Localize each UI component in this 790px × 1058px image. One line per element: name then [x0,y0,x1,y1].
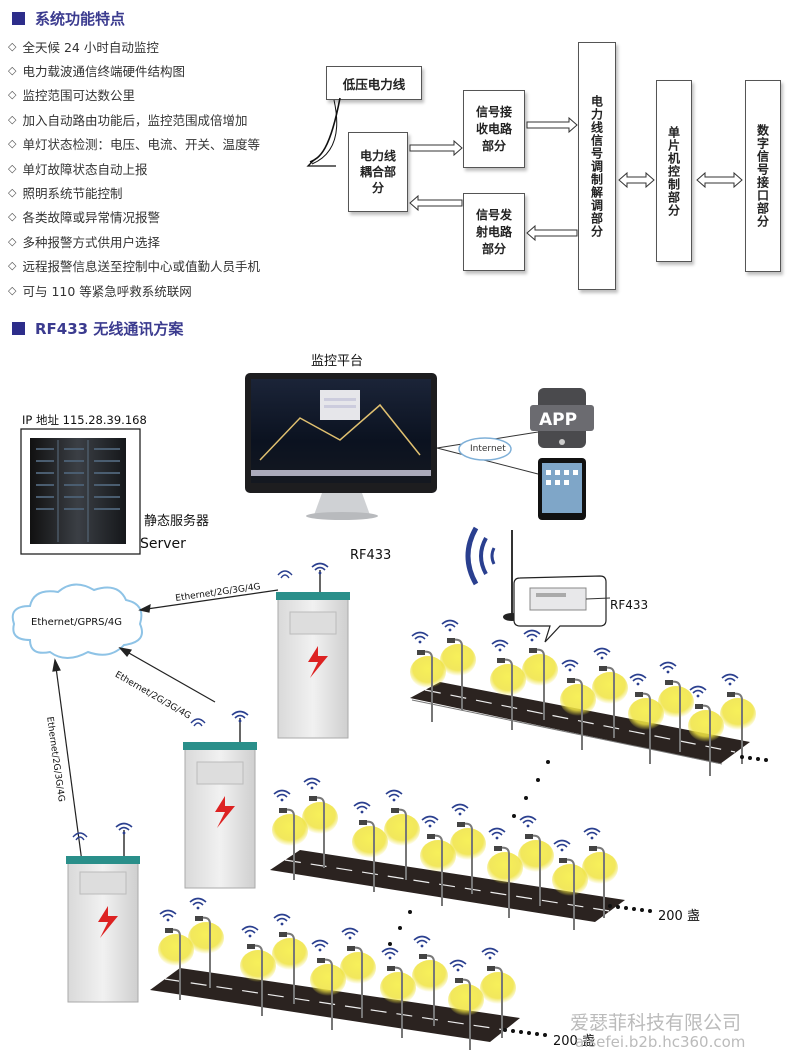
feature-text: 多种报警方式供用户选择 [22,234,160,250]
feature-item: ◇ 电力载波通信终端硬件结构图 [8,58,308,82]
cabinet-1 [276,562,350,739]
diamond-bullet-icon: ◇ [8,161,17,175]
static-server-label: 静态服务器 [144,514,210,529]
diamond-bullet-icon: ◇ [8,234,17,248]
section-title-rf433: RF433 无线通讯方案 [12,318,183,339]
diamond-bullet-icon: ◇ [8,210,17,224]
feature-text: 可与 110 等紧急呼救系统联网 [22,283,192,299]
power-line-curve [306,97,341,167]
road-2 [270,779,625,931]
cloud-icon [11,583,143,659]
diamond-bullet-icon: ◇ [8,283,17,297]
diamond-bullet-icon: ◇ [8,88,17,102]
coupling-box: 电力线耦合部分 [348,132,408,212]
feature-text: 远程报警信息送至控制中心或值勤人员手机 [22,259,260,275]
feature-text: 单灯故障状态自动上报 [22,161,148,177]
section-title-features: 系统功能特点 [12,8,125,29]
low-voltage-line-box: 低压电力线 [326,66,422,100]
title-square-icon [12,12,25,25]
feature-text: 各类故障或异常情况报警 [22,210,160,226]
digital-interface-box: 数字信号接口部分 [745,80,781,272]
diamond-bullet-icon: ◇ [8,64,17,78]
feature-item: ◇ 全天候 24 小时自动监控 [8,34,308,58]
mcu-box: 单片机控制部分 [656,80,692,262]
transmit-circuit-box: 信号发射电路部分 [463,193,525,271]
lamp-count-label-2: 200 盏 [553,1034,595,1049]
feature-list: ◇ 全天候 24 小时自动监控 ◇ 电力载波通信终端硬件结构图 ◇ 监控范围可达数公里 ◇ 加… [8,34,308,302]
feature-item: ◇ 单灯状态检测：电压、电流、开关、温度等 [8,132,308,156]
road-1 [410,621,756,777]
server-box [20,428,141,555]
arrow-modem-transmit [526,224,578,242]
road-3 [150,899,520,1051]
feature-item: ◇ 加入自动路由功能后，监控范围成倍增加 [8,107,308,131]
cabinet-3 [66,822,140,1003]
rf433-cabinet-label: RF433 [350,548,392,563]
arrow-transmit-coupling [409,194,463,212]
modem-box: 电力线信号调制解调部分 [578,42,616,290]
feature-text: 单灯状态检测：电压、电流、开关、温度等 [22,137,260,153]
cloud-label: Ethernet/GPRS/4G [31,617,123,628]
url-watermark: aisefei.b2b.hc360.com [575,1033,746,1051]
lamp-count-label-1: 200 盏 [658,909,700,924]
feature-item: ◇ 单灯故障状态自动上报 [8,156,308,180]
feature-item: ◇ 可与 110 等紧急呼救系统联网 [8,278,308,302]
arrow-coupling-receive [409,139,463,157]
feature-text: 照明系统节能控制 [22,186,123,202]
receive-circuit-box: 信号接收电路部分 [463,90,525,168]
arrow-receive-modem [526,116,578,134]
diamond-bullet-icon: ◇ [8,112,17,126]
feature-text: 电力载波通信终端硬件结构图 [22,64,185,80]
arrow-mcu-digital [696,171,743,189]
cabinet-2 [183,710,257,889]
server-label: Server [140,536,186,552]
feature-item: ◇ 监控范围可达数公里 [8,83,308,107]
rf-antenna-icon [465,526,521,621]
diamond-bullet-icon: ◇ [8,259,17,273]
monitor-platform-label: 监控平台 [311,354,364,369]
internet-label: Internet [470,444,506,454]
feature-text: 全天候 24 小时自动监控 [22,39,159,55]
continuation-dots [388,755,768,1037]
arrow-modem-mcu [618,171,655,189]
rf433-module-label: RF433 [610,598,649,612]
feature-text: 监控范围可达数公里 [22,88,135,104]
block-arrows [409,116,743,242]
feature-text: 加入自动路由功能后，监控范围成倍增加 [22,112,248,128]
app-label: APP [539,410,578,430]
title-square-icon [12,322,25,335]
rf-module-bubble [513,575,611,643]
monitor-icon [245,373,437,520]
diamond-bullet-icon: ◇ [8,186,17,200]
app-phone-icon [530,388,594,448]
tablet-icon [538,458,586,520]
diamond-bullet-icon: ◇ [8,39,17,53]
feature-item: ◇ 远程报警信息送至控制中心或值勤人员手机 [8,254,308,278]
feature-item: ◇ 多种报警方式供用户选择 [8,229,308,253]
internet-link [436,431,539,475]
feature-item: ◇ 照明系统节能控制 [8,180,308,204]
ip-address-label: IP 地址 115.28.39.168 [22,413,147,427]
diamond-bullet-icon: ◇ [8,137,17,151]
feature-item: ◇ 各类故障或异常情况报警 [8,205,308,229]
company-watermark: 爱瑟菲科技有限公司 [570,1012,742,1034]
